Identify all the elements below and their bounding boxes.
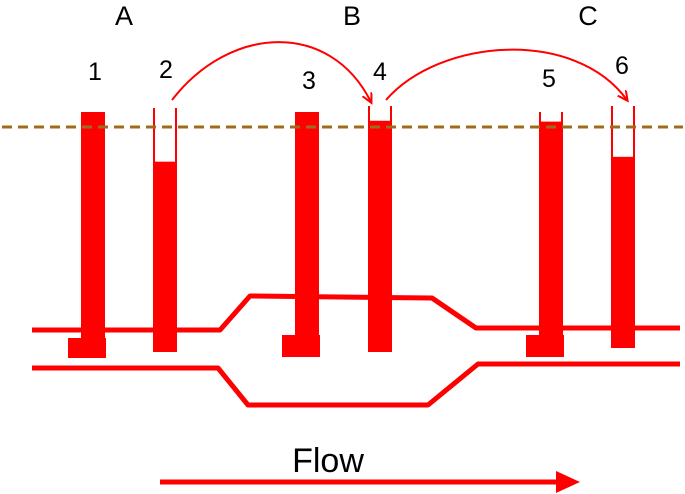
manometer-tube-3 [295,112,319,352]
tube-fluid-column-6 [612,156,634,348]
tube-label-2: 2 [159,56,173,84]
tube-label-1: 1 [88,58,102,86]
pressure-arc-4-to-6 [385,48,627,100]
manometer-tube-4 [368,106,392,352]
tube-label-4: 4 [373,58,387,86]
tube-fluid-column-1 [82,112,104,352]
section-label-b: B [343,1,361,31]
tube-label-5: 5 [542,65,556,93]
section-label-c: C [578,1,598,31]
manometer-tubes [81,106,635,352]
manometer-tube-1 [81,112,105,352]
pressure-arc-2-to-4 [171,41,371,102]
manometer-tube-6 [611,106,635,348]
tube-label-3: 3 [302,67,316,95]
flow-label: Flow [292,442,364,480]
right-arrow-icon [160,471,580,493]
pipe-lower-wall [32,361,680,408]
tube-label-6: 6 [615,52,629,80]
pipe-upper-wall [32,293,680,333]
tube-fluid-column-4 [369,120,391,352]
tube-fluid-column-2 [154,161,176,352]
tube-fluid-column-3 [296,112,318,352]
manometer-tube-5 [539,112,563,352]
tube-fluid-column-5 [540,121,562,352]
flow-arrow-head [556,471,580,493]
section-label-a: A [115,1,133,31]
manometer-tube-2 [153,108,177,352]
